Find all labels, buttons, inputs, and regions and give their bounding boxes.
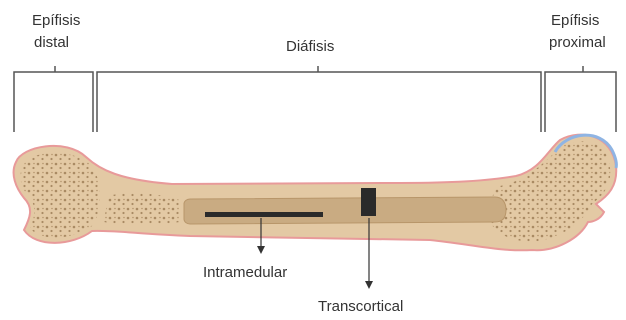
distal-epiphysis-label-line1: Epífisis	[32, 12, 80, 30]
diaphysis-label: Diáfisis	[286, 38, 334, 56]
proximal-epiphysis-label-line1: Epífisis	[551, 12, 599, 30]
bracket-diaphysis	[97, 72, 541, 132]
distal-epiphysis-label-line2: distal	[34, 34, 69, 52]
intramedullary-implant	[205, 212, 323, 217]
bracket-proximal-epiphysis	[545, 72, 616, 132]
distal-cancellous-region	[21, 153, 101, 238]
region-brackets	[14, 66, 616, 132]
intramedullary-label: Intramedular	[203, 264, 287, 282]
shaft-cancellous-left	[104, 193, 180, 225]
transcortical-implant	[361, 188, 376, 216]
bracket-distal-epiphysis	[14, 72, 93, 132]
transcortical-label: Transcortical	[318, 298, 403, 316]
medullary-canal	[184, 197, 506, 224]
proximal-epiphysis-label-line2: proximal	[549, 34, 606, 52]
